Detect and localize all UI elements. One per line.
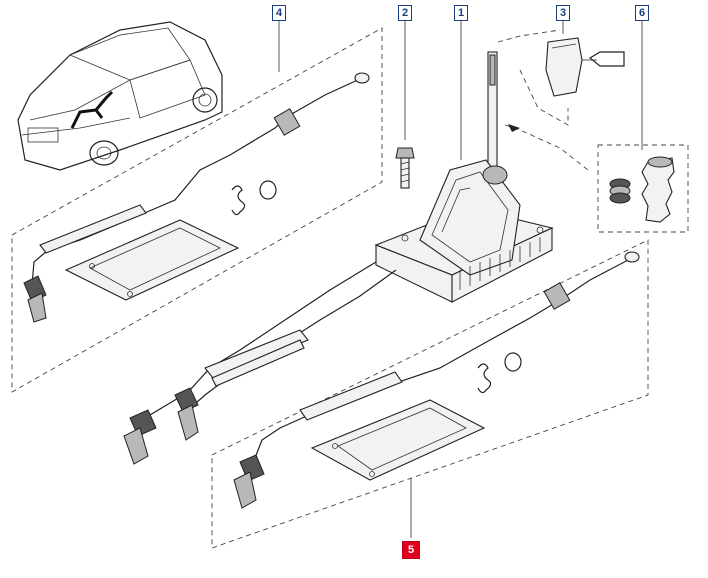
callout-4[interactable]: 4 bbox=[272, 5, 286, 21]
part-4-gearshift-cable bbox=[23, 72, 370, 323]
callout-6[interactable]: 6 bbox=[635, 5, 649, 21]
callout-5[interactable]: 5 bbox=[402, 541, 420, 559]
group-box-5 bbox=[211, 239, 649, 549]
group-box-4 bbox=[11, 27, 383, 393]
part-1-gear-shifter-housing bbox=[374, 20, 554, 303]
part-5-gearshift-cable bbox=[233, 251, 640, 509]
callout-3[interactable]: 3 bbox=[556, 5, 570, 21]
part-2-bolt bbox=[395, 20, 415, 189]
car-thumbnail bbox=[17, 21, 223, 171]
callout-2[interactable]: 2 bbox=[398, 5, 412, 21]
callout-1[interactable]: 1 bbox=[454, 5, 468, 21]
part-6-boot-and-springs bbox=[597, 20, 689, 233]
part-3-gear-knob bbox=[497, 20, 625, 171]
central-cables bbox=[123, 261, 397, 465]
